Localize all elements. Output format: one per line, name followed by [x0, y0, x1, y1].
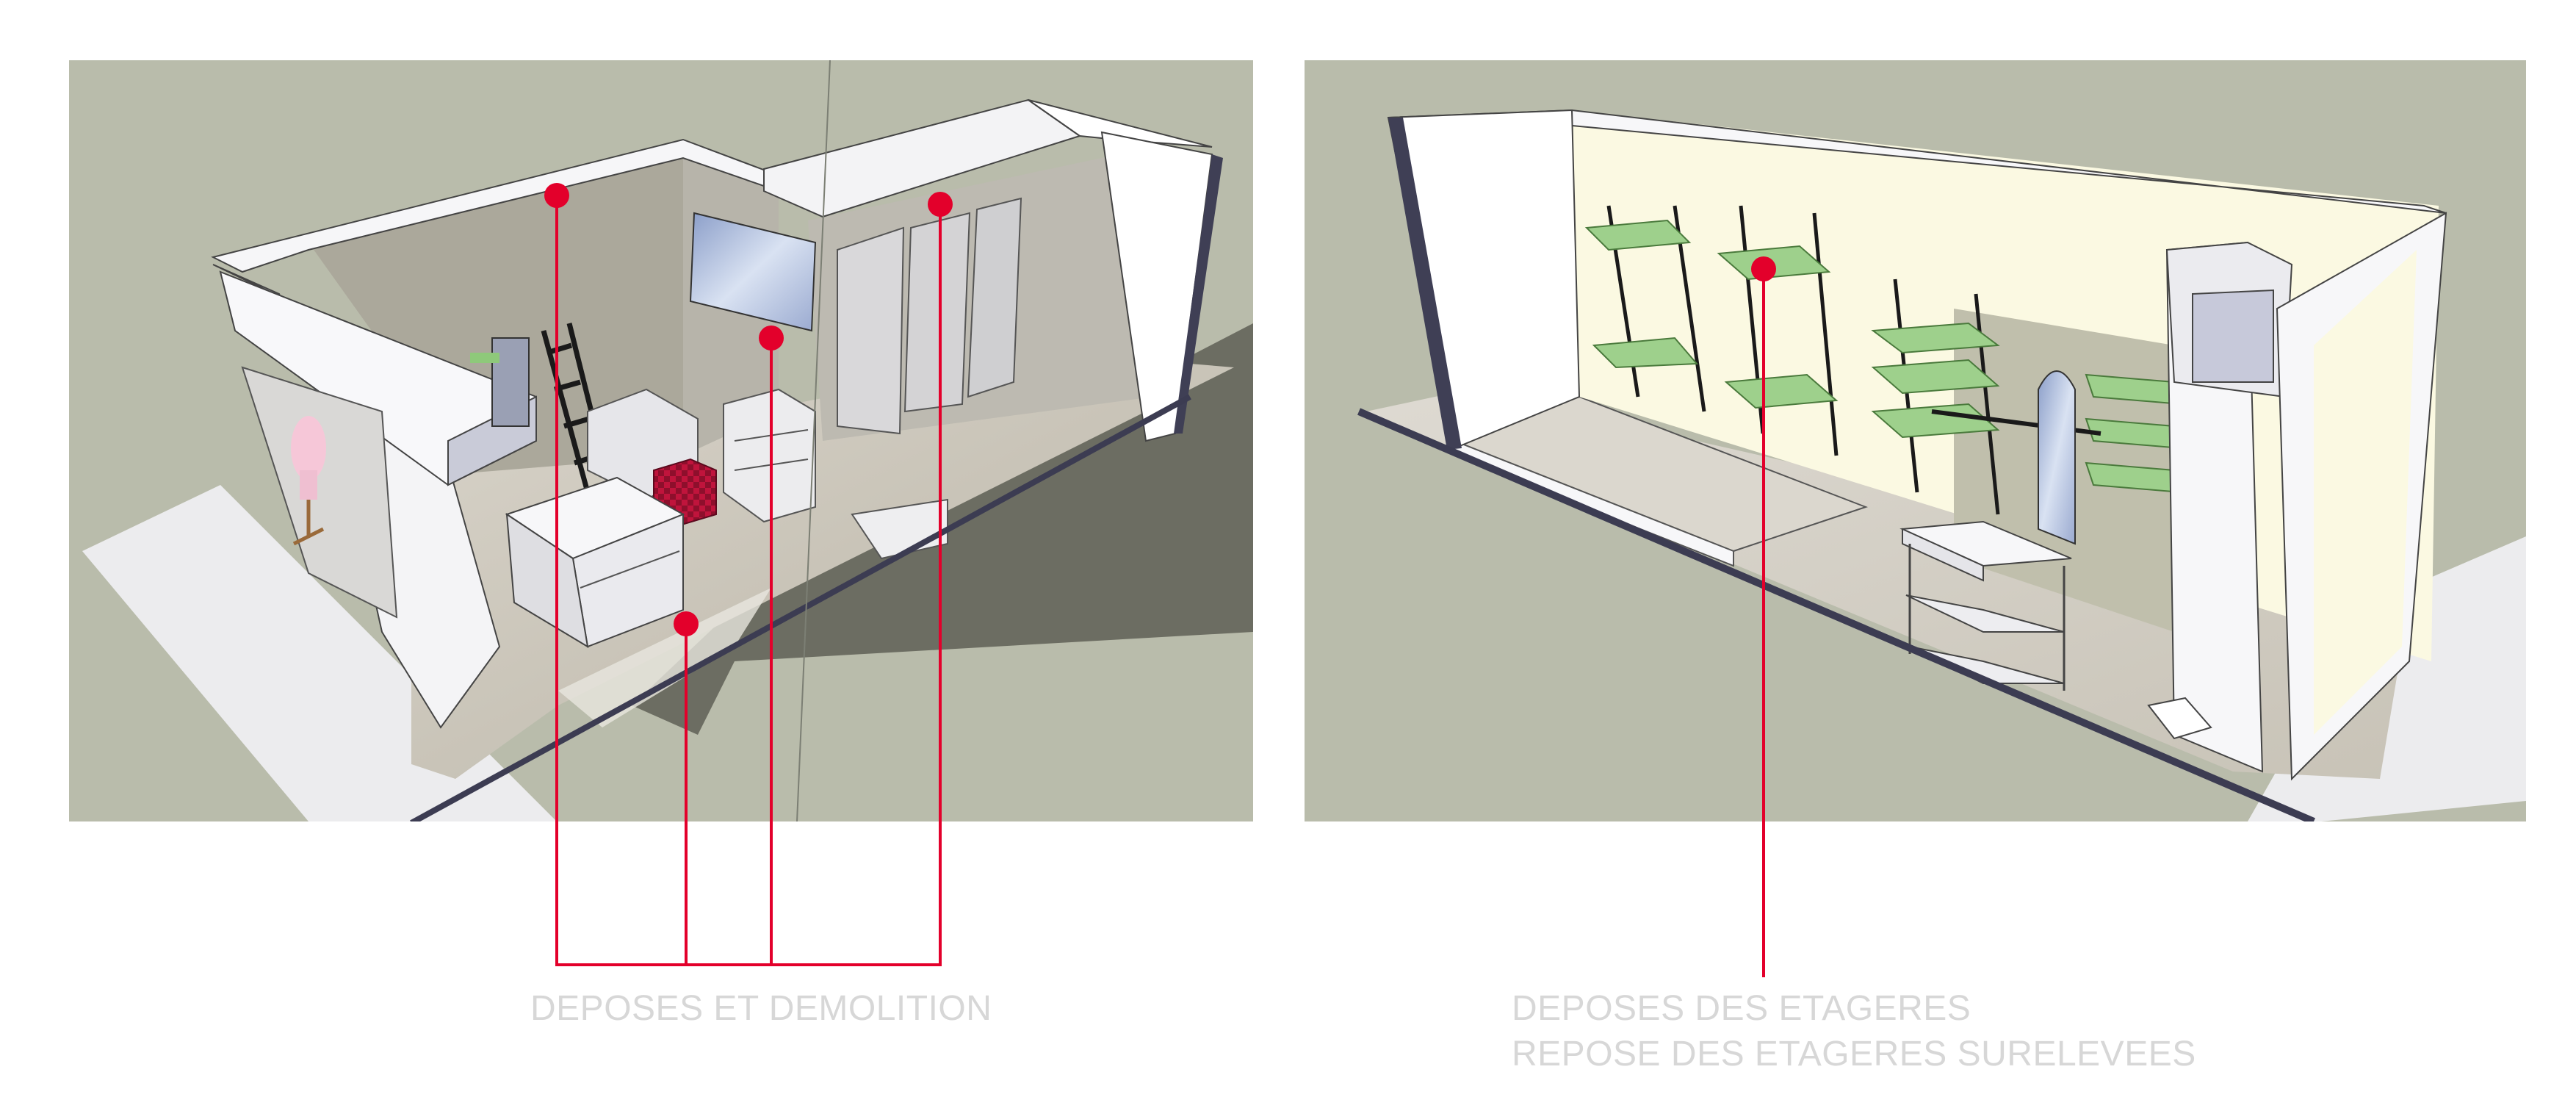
- right-shelving-unit-1: [1584, 205, 1706, 412]
- callout-dot-ceiling: [544, 183, 569, 208]
- left-closet-door-3: [967, 197, 1022, 398]
- left-top-edge: [211, 138, 780, 273]
- left-right-wall-edge: [1174, 154, 1223, 434]
- left-callout-dots: [544, 183, 953, 636]
- left-callout-lines: [555, 195, 942, 966]
- left-floor-light: [558, 588, 771, 727]
- callout-dot-mirror: [759, 326, 784, 350]
- caption-right-line2: REPOSE DES ETAGERES SURELEVEES: [1512, 1035, 2196, 1074]
- right-shelving-unit-3: [1871, 278, 2000, 515]
- left-dresser: [723, 388, 816, 523]
- left-facade-line: [410, 394, 1191, 821]
- left-closet-door-1: [837, 226, 905, 435]
- callout-dot-shelves: [1751, 256, 1776, 281]
- right-front-wall-inner: [2314, 250, 2417, 735]
- right-callout: [1751, 256, 1776, 977]
- caption-right-line1: DEPOSES DES ETAGERES: [1512, 989, 1971, 1028]
- right-column-niche: [2147, 697, 2212, 740]
- right-scene: [1305, 60, 2526, 821]
- right-low-table: [1899, 520, 2072, 691]
- left-display-table: [505, 476, 685, 648]
- right-side-wall-edge: [1388, 118, 1462, 450]
- right-arched-mirror: [2038, 370, 2076, 545]
- callout-line-top-wall: [555, 195, 942, 966]
- left-window: [241, 366, 398, 619]
- left-small-shelf: [470, 353, 499, 363]
- mannequin: [291, 416, 326, 546]
- callout-dot-closet: [928, 192, 953, 217]
- right-facade-line: [1357, 408, 2315, 821]
- left-guide-line: [796, 60, 831, 821]
- callout-dot-floor: [674, 611, 699, 636]
- left-mirror: [689, 212, 817, 332]
- caption-left: DEPOSES ET DEMOLITION: [530, 989, 992, 1028]
- right-column-box-inner: [2192, 289, 2274, 383]
- left-scene: [69, 60, 1253, 821]
- left-small-mirror: [491, 337, 530, 427]
- left-top-slab: [763, 98, 1082, 218]
- left-closet-door-2: [903, 212, 971, 413]
